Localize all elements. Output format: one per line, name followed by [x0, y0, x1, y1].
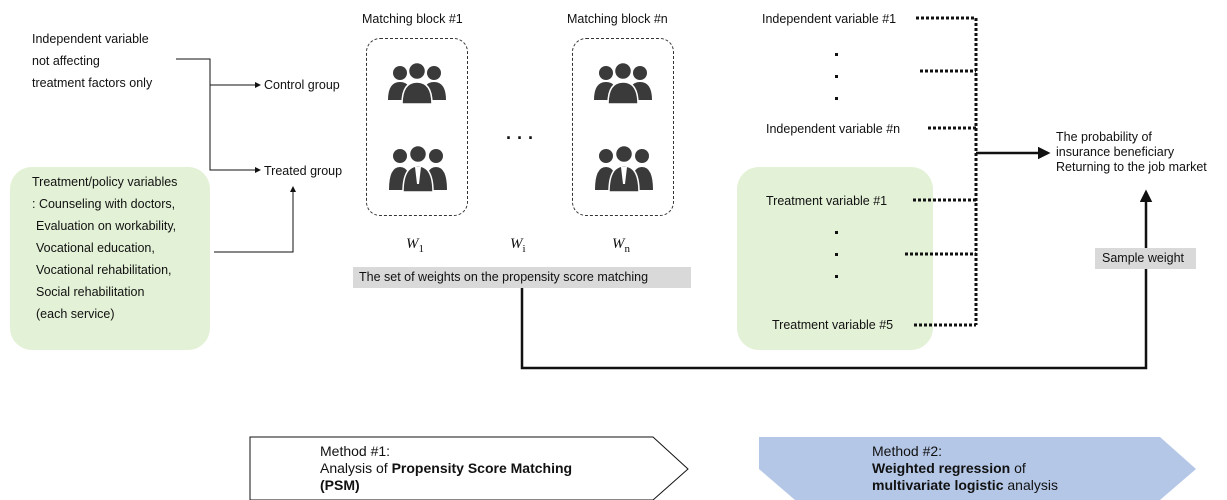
treatment-variables-label: Treatment/policy variables : Counseling … [32, 175, 178, 321]
people-group-icon [388, 62, 446, 104]
business-people-icon [595, 144, 653, 192]
treatment-variables-regression-box [737, 167, 933, 350]
sample-weight-label: Sample weight [1095, 248, 1196, 269]
treatment-variable-1-label: Treatment variable #1 [766, 194, 888, 208]
weight-wi: Wi [510, 236, 526, 255]
method-2-label: Method #2: Weighted regression of multiv… [872, 443, 1058, 493]
treatment-variables-box [10, 167, 210, 350]
matching-block-n-title: Matching block #n [567, 12, 668, 26]
outcome-label: The probability of insurance beneficiary… [1056, 130, 1207, 174]
weight-w1: W1 [406, 236, 424, 255]
blocks-ellipsis: · · · [506, 128, 534, 148]
treatment-variable-5-label: Treatment variable #5 [772, 318, 894, 332]
matching-block-1 [366, 38, 468, 216]
treated-group-label: Treated group [264, 164, 343, 178]
independent-variable-n-label: Independent variable #n [766, 122, 901, 136]
control-group-label: Control group [264, 78, 340, 92]
people-group-icon [594, 62, 652, 104]
independent-variable-label: Independent variable not affecting treat… [32, 32, 153, 90]
weight-wn: Wn [612, 236, 630, 255]
method-1-label: Method #1: Analysis of Propensity Score … [320, 443, 573, 493]
matching-block-n [572, 38, 674, 216]
matching-block-1-title: Matching block #1 [362, 12, 463, 26]
business-people-icon [389, 144, 447, 192]
independent-variable-1-label: Independent variable #1 [762, 12, 897, 26]
weights-caption: The set of weights on the propensity sco… [353, 267, 691, 288]
